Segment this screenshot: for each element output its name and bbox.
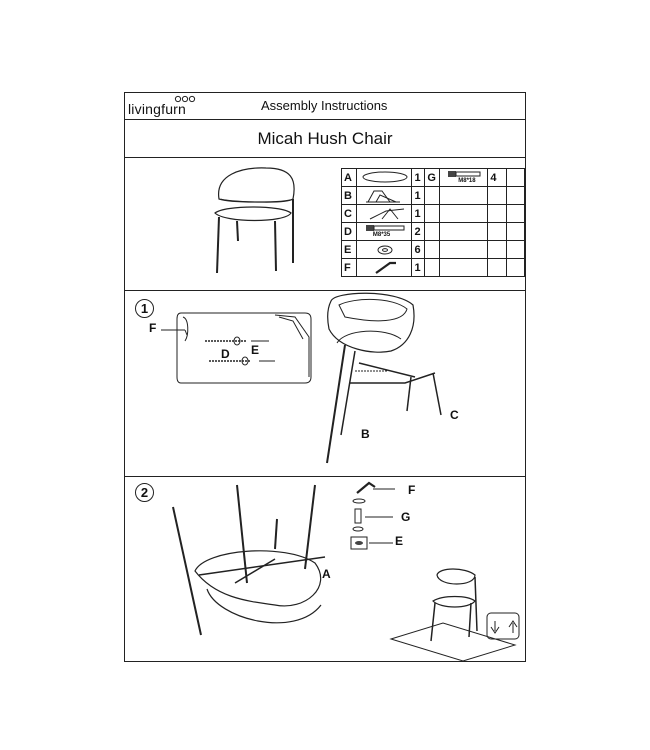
brand-logo: livingfurn xyxy=(128,95,196,117)
empty-cell xyxy=(505,258,526,277)
empty-cell xyxy=(487,222,507,241)
empty-cell xyxy=(424,240,441,259)
part-letter: E xyxy=(341,240,357,259)
empty-cell xyxy=(487,204,507,223)
document-title: Assembly Instructions xyxy=(261,98,388,113)
part-image xyxy=(355,204,413,223)
empty-cell xyxy=(487,240,507,259)
callout-a: A xyxy=(322,567,331,581)
bolt-icon xyxy=(365,225,405,231)
step-number: 2 xyxy=(135,483,154,502)
chair-overview-illustration xyxy=(214,167,295,274)
empty-cell xyxy=(505,204,526,223)
part-letter: C xyxy=(341,204,357,223)
allen-key-icon xyxy=(375,261,396,274)
part-image: M8*18 xyxy=(439,168,489,187)
assembled-chair-illustration xyxy=(389,568,520,662)
parts-row: C 1 xyxy=(341,204,526,223)
divider xyxy=(125,290,525,291)
step-number: 1 xyxy=(135,299,154,318)
part-qty: 2 xyxy=(411,222,426,241)
empty-cell xyxy=(439,204,489,223)
brand-name: livingfurn xyxy=(128,101,187,117)
part-qty: 1 xyxy=(411,204,426,223)
empty-cell xyxy=(424,222,441,241)
part-qty: 6 xyxy=(411,240,426,259)
callout-d: D xyxy=(221,347,230,361)
empty-cell xyxy=(424,186,441,205)
part-image xyxy=(355,240,413,259)
callout-g: G xyxy=(401,510,411,524)
divider xyxy=(125,119,525,120)
callout-f: F xyxy=(149,321,157,335)
empty-cell xyxy=(439,258,489,277)
empty-cell xyxy=(487,258,507,277)
chair-step1-illustration xyxy=(326,292,442,464)
part-letter: B xyxy=(341,186,357,205)
leader-lines xyxy=(161,329,188,336)
empty-cell xyxy=(505,222,526,241)
part-letter: F xyxy=(341,258,357,277)
product-name: Micah Hush Chair xyxy=(257,129,393,148)
empty-cell xyxy=(424,258,441,277)
leg-frame-icon xyxy=(369,208,404,220)
part-image xyxy=(355,258,413,277)
part-qty: 1 xyxy=(411,168,426,187)
step1-detail-inset xyxy=(176,312,312,384)
callout-e: E xyxy=(395,534,404,548)
callout-b: B xyxy=(361,427,370,441)
step2-hardware-detail xyxy=(350,481,395,550)
part-image xyxy=(355,186,413,205)
empty-cell xyxy=(439,186,489,205)
part-code: M8*18 xyxy=(458,178,476,184)
parts-row: D M8*35 2 xyxy=(341,222,526,241)
bracket-icon xyxy=(365,190,400,203)
parts-row: E 6 xyxy=(341,240,526,259)
part-letter: G xyxy=(424,168,441,187)
divider xyxy=(125,157,525,158)
empty-cell xyxy=(487,186,507,205)
part-image: M8*35 xyxy=(355,222,413,241)
callout-f: F xyxy=(408,483,416,497)
washer-icon xyxy=(377,245,393,255)
empty-cell xyxy=(505,186,526,205)
empty-cell xyxy=(505,168,526,187)
part-letter: D xyxy=(341,222,357,241)
seat-shell-icon xyxy=(362,171,408,183)
logo-dots-icon xyxy=(174,95,196,103)
empty-cell xyxy=(439,240,489,259)
empty-cell xyxy=(424,204,441,223)
part-qty: 1 xyxy=(411,186,426,205)
instruction-sheet: livingfurn Assembly Instructions Micah H… xyxy=(124,92,526,662)
part-qty: 4 xyxy=(487,168,507,187)
empty-cell xyxy=(505,240,526,259)
callout-c: C xyxy=(450,408,459,422)
bolt-icon xyxy=(448,171,481,177)
part-letter: A xyxy=(341,168,357,187)
part-image xyxy=(355,168,413,187)
empty-cell xyxy=(439,222,489,241)
parts-row: F 1 xyxy=(341,258,526,277)
callout-e: E xyxy=(251,343,260,357)
parts-row: A 1 G M8*18 4 xyxy=(341,168,526,187)
parts-table: A 1 G M8*18 4 B xyxy=(341,168,526,277)
chair-step2-upside-down-illustration xyxy=(172,484,326,636)
part-code: M8*35 xyxy=(372,232,391,238)
divider xyxy=(125,476,525,477)
part-qty: 1 xyxy=(411,258,426,277)
parts-row: B 1 xyxy=(341,186,526,205)
